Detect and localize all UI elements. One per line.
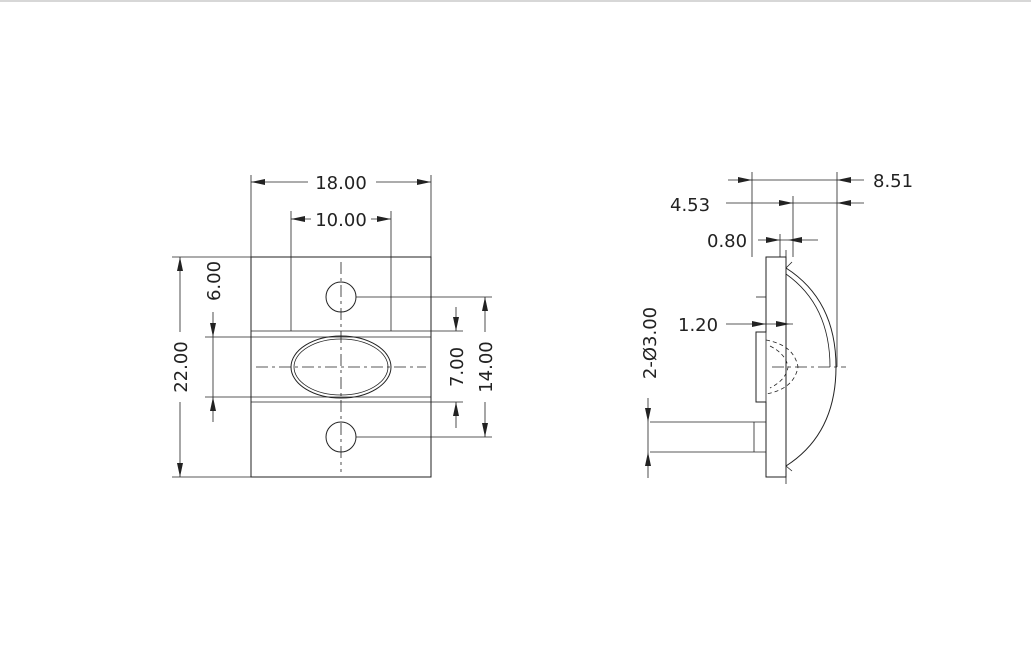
- dim-label: 18.00: [315, 173, 367, 194]
- arrowhead: [645, 408, 651, 422]
- dim-label: 6.00: [204, 261, 225, 301]
- front-view: [250, 256, 432, 478]
- dome-top-fillet: [785, 261, 793, 269]
- arrowhead: [752, 321, 766, 327]
- arrowhead: [251, 179, 265, 185]
- arrowhead: [482, 297, 488, 311]
- dim-hole-spacing: 14.00: [356, 296, 497, 438]
- arrowhead: [779, 200, 793, 206]
- dim-height-overall: 22.00: [171, 256, 251, 478]
- dim-width-inner: 10.00: [290, 210, 392, 257]
- arrowhead: [453, 402, 459, 416]
- arrowhead: [177, 463, 183, 477]
- dim-label: 8.51: [873, 171, 913, 192]
- dim-label: 22.00: [171, 341, 192, 393]
- side-view: [650, 250, 846, 484]
- dim-depth-total: 8.51: [728, 171, 913, 367]
- arrowhead: [417, 179, 431, 185]
- arrowhead: [482, 423, 488, 437]
- dim-label: 14.00: [476, 341, 497, 393]
- arrowhead: [291, 216, 305, 222]
- dim-label: 0.80: [707, 231, 747, 252]
- arrowhead: [738, 177, 752, 183]
- dim-inner-height: 7.00: [431, 307, 468, 428]
- dim-label: 4.53: [670, 195, 710, 216]
- front-outline: [250, 256, 432, 478]
- dim-step-thickness: 1.20: [678, 315, 793, 336]
- arrowhead: [377, 216, 391, 222]
- arrowhead: [766, 237, 780, 243]
- lens-dome-inner: [785, 273, 831, 368]
- dim-label: 10.00: [315, 210, 367, 231]
- arrowhead: [788, 237, 802, 243]
- arrowhead: [645, 452, 651, 466]
- dim-width-overall: 18.00: [250, 173, 432, 257]
- arrowhead: [210, 323, 216, 337]
- dim-label: 2-Ø3.00: [640, 307, 661, 379]
- dim-label: 7.00: [447, 347, 468, 387]
- arrowhead: [837, 177, 851, 183]
- arrowhead: [837, 200, 851, 206]
- arrowhead: [776, 321, 790, 327]
- dim-label: 1.20: [678, 315, 718, 336]
- arrowhead: [177, 257, 183, 271]
- dim-depth-offset: 4.53: [670, 195, 864, 257]
- dome-bottom-fillet: [785, 465, 793, 472]
- dim-plate-thickness: 0.80: [707, 231, 818, 257]
- arrowhead: [453, 317, 459, 331]
- dim-hole-callout: 2-Ø3.00: [640, 307, 661, 478]
- dim-offset-top: 6.00: [204, 261, 251, 422]
- arrowhead: [210, 397, 216, 411]
